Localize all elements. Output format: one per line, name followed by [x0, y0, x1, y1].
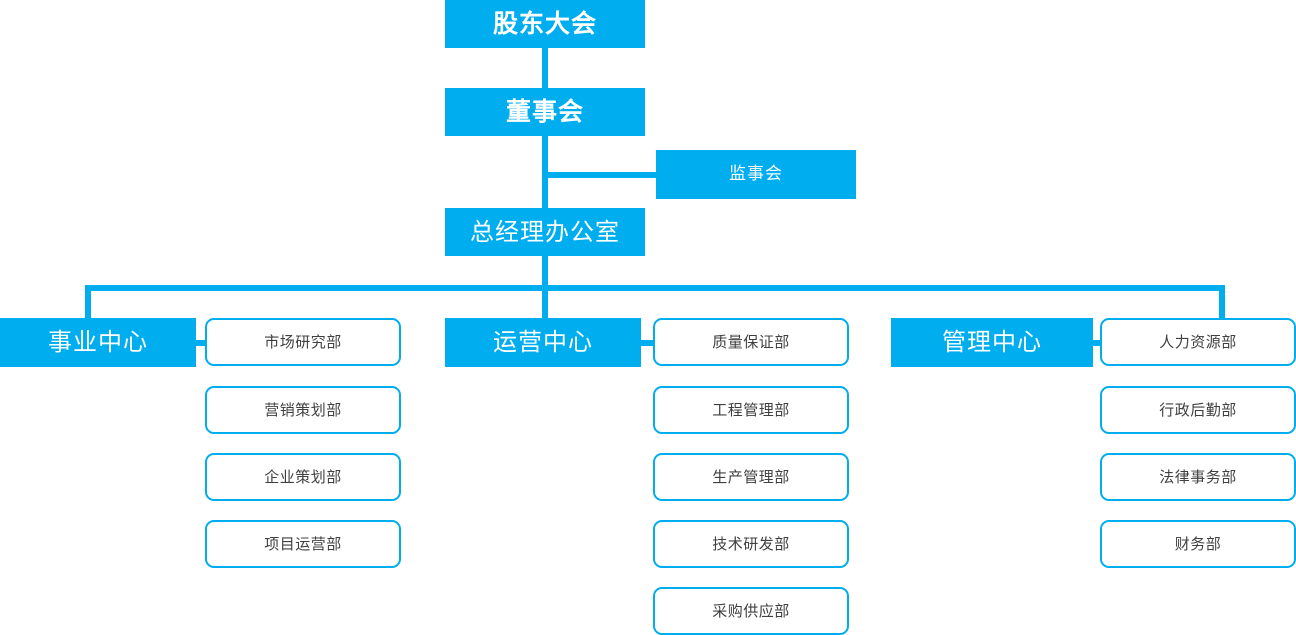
node-operation-center[interactable]: 运营中心 [445, 318, 641, 367]
connector-gmoffice-bus [542, 256, 548, 291]
dept-box-jishu-yanfa[interactable]: 技术研发部 [653, 520, 849, 568]
dept-box-caiwu[interactable]: 财务部 [1100, 520, 1296, 568]
dept-label: 工程管理部 [712, 400, 790, 419]
dept-label: 项目运营部 [264, 534, 342, 553]
connector-business-center-dept [192, 340, 210, 346]
node-supervisors[interactable]: 监事会 [656, 150, 856, 199]
connector-bus-management-center [1219, 285, 1225, 319]
dept-box-renli-ziyuan[interactable]: 人力资源部 [1100, 318, 1296, 366]
dept-box-zhiliang-baozheng[interactable]: 质量保证部 [653, 318, 849, 366]
node-board[interactable]: 董事会 [445, 88, 645, 136]
node-shareholders-label: 股东大会 [492, 9, 597, 39]
connector-operation-center-dept [640, 340, 658, 346]
dept-box-gongcheng-guanli[interactable]: 工程管理部 [653, 386, 849, 434]
node-operation-center-label: 运营中心 [493, 328, 593, 357]
dept-label: 法律事务部 [1159, 467, 1237, 486]
dept-label: 采购供应部 [712, 601, 790, 620]
node-gm-office-label: 总经理办公室 [470, 217, 620, 246]
dept-box-yingxiao-cehua[interactable]: 营销策划部 [205, 386, 401, 434]
dept-box-xingzheng-houqin[interactable]: 行政后勤部 [1100, 386, 1296, 434]
dept-box-falv-shiwu[interactable]: 法律事务部 [1100, 453, 1296, 501]
dept-box-qiye-cehua[interactable]: 企业策划部 [205, 453, 401, 501]
dept-label: 质量保证部 [712, 332, 790, 351]
dept-label: 市场研究部 [264, 332, 342, 351]
dept-box-shichang-yanjiu[interactable]: 市场研究部 [205, 318, 401, 366]
node-management-center[interactable]: 管理中心 [891, 318, 1093, 367]
dept-label: 生产管理部 [712, 467, 790, 486]
dept-label: 行政后勤部 [1159, 400, 1237, 419]
connector-bus-business-center [85, 285, 91, 319]
connector-shareholders-board [542, 48, 548, 88]
node-business-center-label: 事业中心 [48, 328, 148, 357]
connector-board-supervisors [542, 172, 656, 178]
connector-management-center-dept [1088, 340, 1106, 346]
dept-label: 人力资源部 [1159, 332, 1237, 351]
node-shareholders[interactable]: 股东大会 [445, 0, 645, 48]
dept-box-shengchan-guanli[interactable]: 生产管理部 [653, 453, 849, 501]
node-supervisors-label: 监事会 [729, 164, 783, 185]
dept-label: 技术研发部 [712, 534, 790, 553]
dept-label: 财务部 [1174, 534, 1222, 553]
dept-label: 营销策划部 [264, 400, 342, 419]
node-management-center-label: 管理中心 [942, 328, 1042, 357]
dept-box-caigou-gongying[interactable]: 采购供应部 [653, 587, 849, 635]
node-business-center[interactable]: 事业中心 [0, 318, 196, 367]
connector-distribution-bus [85, 285, 1225, 291]
dept-box-xiangmu-yunying[interactable]: 项目运营部 [205, 520, 401, 568]
node-gm-office[interactable]: 总经理办公室 [445, 208, 645, 256]
node-board-label: 董事会 [505, 97, 584, 127]
dept-label: 企业策划部 [264, 467, 342, 486]
connector-bus-operation-center [542, 285, 548, 319]
